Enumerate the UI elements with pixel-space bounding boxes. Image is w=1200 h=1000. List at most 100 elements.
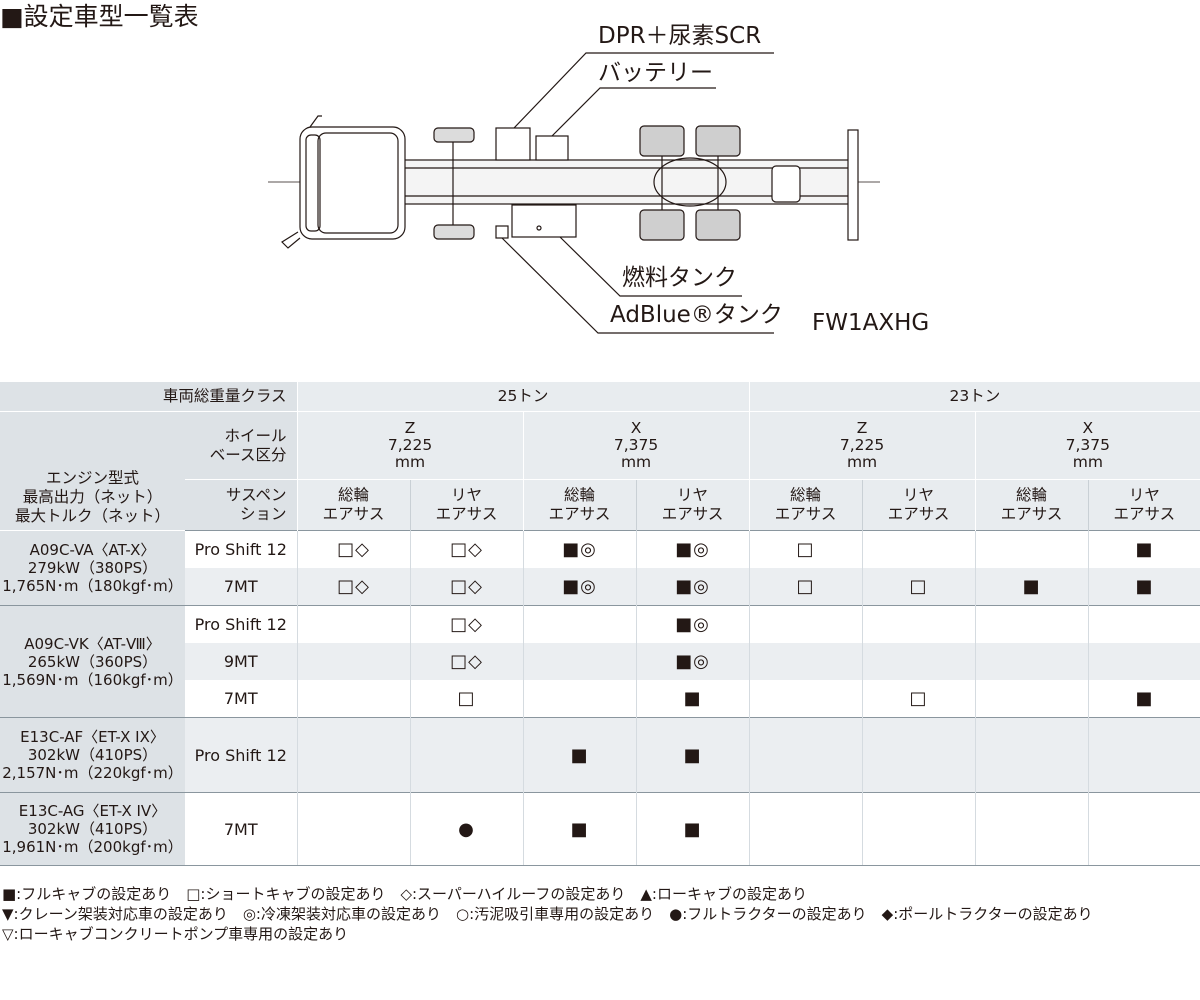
susp-all-air: 総輪 エアサス [974,479,1089,531]
table-row: A09C-VK〈AT-Ⅷ〉 265kW（360PS） 1,569N･m（160k… [0,605,1200,718]
gvw-25t: 25トン [296,382,750,412]
spec-cell: ■ [522,792,637,866]
susp-rear-air: リヤ エアサス [409,479,524,531]
page-title: ■設定車型一覧表 [0,2,199,31]
spec-cell: □◇ [409,530,524,568]
spec-cell [974,643,1089,680]
susp-rear-air: リヤ エアサス [635,479,750,531]
spec-cell [522,605,637,643]
spec-cell: ■ [974,568,1089,606]
spec-cell [296,605,411,643]
spec-cell: □ [861,568,976,606]
spec-cell: ■◎ [522,568,637,606]
spec-cell [296,680,411,718]
spec-cell [522,643,637,680]
engine-a09c-vk: A09C-VK〈AT-Ⅷ〉 265kW（360PS） 1,569N･m（160k… [0,605,185,718]
transmission-cell: Pro Shift 12 [185,605,298,643]
susp-all-air: 総輪 エアサス [748,479,863,531]
spec-cell [748,792,863,866]
spec-cell: □◇ [296,530,411,568]
spec-cell: □ [748,530,863,568]
spec-cell: ■◎ [522,530,637,568]
susp-rear-air: リヤ エアサス [861,479,976,531]
susp-rear-air: リヤ エアサス [1087,479,1200,531]
spec-cell [861,530,976,568]
spec-cell: □◇ [296,568,411,606]
legend: ■:フルキャブの設定あり □:ショートキャブの設定あり ◇:スーパーハイルーフの… [2,884,1093,944]
spec-cell: ■◎ [635,643,750,680]
spec-cell: □ [409,680,524,718]
spec-cell: ■◎ [635,530,750,568]
spec-cell [861,643,976,680]
callout-dpr-scr: DPR＋尿素SCR [598,23,762,49]
spec-cell: ■ [635,717,750,793]
spec-cell [748,680,863,718]
spec-cell: □ [861,680,976,718]
engine-column-header: エンジン型式 最高出力（ネット） 最大トルク（ネット） [0,411,185,531]
gvw-23t: 23トン [748,382,1200,412]
spec-cell: ■ [1087,680,1200,718]
spec-cell: ● [409,792,524,866]
callout-fuel-tank: 燃料タンク [622,265,737,291]
spec-cell [522,680,637,718]
transmission-cell: Pro Shift 12 [185,530,298,568]
susp-all-air: 総輪 エアサス [522,479,637,531]
spec-cell [974,605,1089,643]
wheelbase-z-23t: Z 7,225 mm [748,411,976,480]
table-row: 7MT □ ■ □ ■ [0,680,1200,718]
spec-cell [1087,792,1200,866]
transmission-cell: 9MT [185,643,298,680]
transmission-cell: 7MT [223,689,258,708]
callout-adblue-tank: AdBlue®タンク [610,302,783,328]
spec-cell [748,643,863,680]
engine-e13c-ag: E13C-AG〈ET-X IV〉 302kW（410PS） 1,961N･m（2… [0,792,185,866]
susp-all-air: 総輪 エアサス [296,479,411,531]
wheelbase-x-25t: X 7,375 mm [522,411,750,480]
table-row: E13C-AG〈ET-X IV〉 302kW（410PS） 1,961N･m（2… [0,792,1200,866]
spec-cell [296,717,411,793]
gvw-class-label: 車両総重量クラス [0,382,298,412]
wheelbase-label: ホイール ベース区分 [185,411,298,480]
spec-cell: ■ [635,792,750,866]
legend-line: ■:フルキャブの設定あり □:ショートキャブの設定あり ◇:スーパーハイルーフの… [2,885,807,903]
spec-cell [748,605,863,643]
spec-cell [861,605,976,643]
spec-cell [861,717,976,793]
spec-cell: □ [748,568,863,606]
engine-e13c-af: E13C-AF〈ET-X IX〉 302kW（410PS） 2,157N･m（2… [0,717,185,793]
spec-cell [974,717,1089,793]
spec-cell: □◇ [409,605,524,643]
model-code: FW1AXHG [812,310,930,336]
table-row: 7MT □◇ □◇ ■◎ ■◎ □ □ ■ ■ [0,568,1200,606]
spec-cell: ■◎ [635,568,750,606]
spec-cell: ■ [1087,530,1200,568]
wheelbase-x-23t: X 7,375 mm [974,411,1200,480]
table-row: A09C-VA〈AT-X〉 279kW（380PS） 1,765N･m（180k… [0,530,1200,606]
spec-cell [409,717,524,793]
spec-table: 車両総重量クラス 25トン 23トン エンジン型式 最高出力（ネット） 最大トル… [0,382,1200,866]
spec-cell [861,792,976,866]
spec-cell: ■ [635,680,750,718]
spec-cell [748,717,863,793]
transmission-cell: Pro Shift 12 [185,717,298,793]
spec-cell [974,530,1089,568]
legend-line: ▽:ローキャブコンクリートポンプ車専用の設定あり [2,925,349,943]
transmission-cell: 7MT [185,792,298,866]
table-row: 9MT □◇ ■◎ [0,643,1200,680]
engine-a09c-va: A09C-VA〈AT-X〉 279kW（380PS） 1,765N･m（180k… [0,530,185,606]
table-row: E13C-AF〈ET-X IX〉 302kW（410PS） 2,157N･m（2… [0,717,1200,793]
legend-line: ▼:クレーン架装対応車の設定あり ◎:冷凍架装対応車の設定あり ○:汚泥吸引車専… [2,905,1093,923]
spec-cell [1087,643,1200,680]
spec-cell [296,643,411,680]
suspension-label: サスペン ション [185,479,298,531]
spec-cell [1087,605,1200,643]
chassis-diagram [268,52,880,334]
transmission-cell: 7MT [185,568,298,606]
spec-cell: □◇ [409,568,524,606]
wheelbase-z-25t: Z 7,225 mm [296,411,524,480]
spec-cell: ■ [1087,568,1200,606]
spec-cell: ■ [522,717,637,793]
spec-cell [974,792,1089,866]
spec-cell [296,792,411,866]
spec-cell: □◇ [409,643,524,680]
